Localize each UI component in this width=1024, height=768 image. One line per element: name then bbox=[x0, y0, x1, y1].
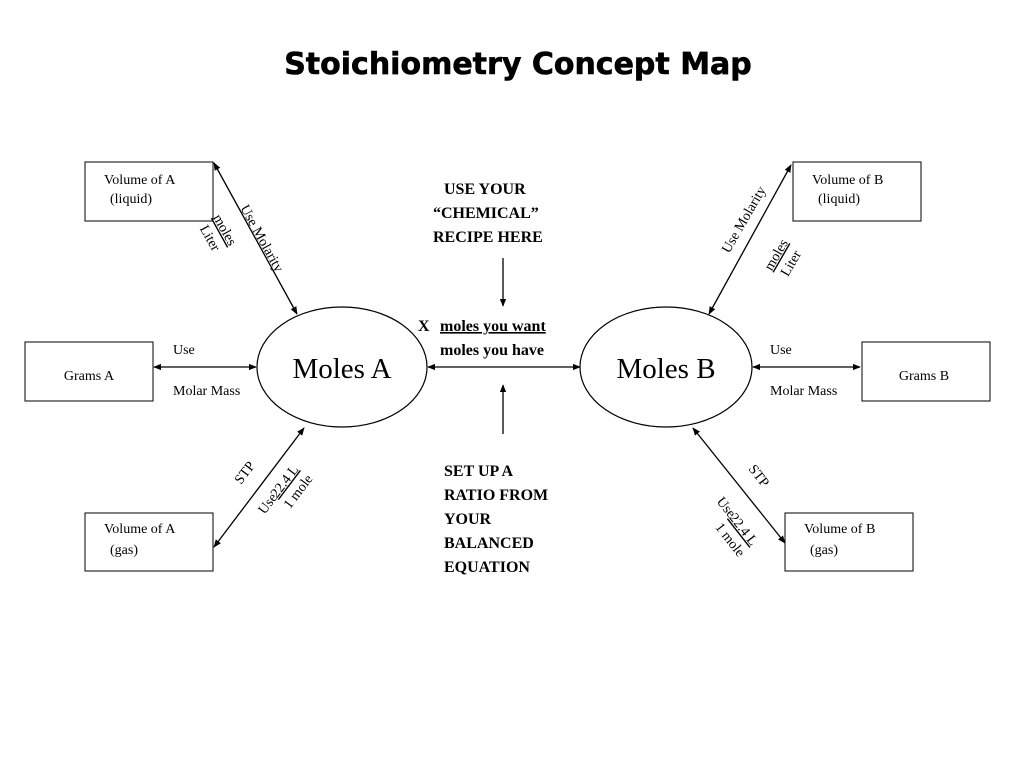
label-use-molarity-b: Use Molarity bbox=[719, 184, 769, 256]
volume-b-liquid-box bbox=[792, 161, 922, 222]
page-title: Stoichiometry Concept Map bbox=[284, 47, 752, 82]
recipe-line2: “CHEMICAL” bbox=[433, 205, 539, 222]
ratio-multiplier: X bbox=[418, 318, 430, 335]
fraction-volume-mole-b: Use 22.4 L 1 mole bbox=[712, 495, 760, 560]
label-stp-b: STP bbox=[745, 462, 772, 490]
volume-b-gas-line2: (gas) bbox=[810, 543, 838, 558]
arrow-volume-b-liquid bbox=[708, 164, 792, 315]
label-molar-mass-b: Molar Mass bbox=[770, 384, 837, 399]
ratio-numerator: moles you want bbox=[440, 318, 546, 335]
volume-b-liquid-line2: (liquid) bbox=[818, 192, 860, 207]
grams-b-box bbox=[861, 341, 991, 402]
moles-a-ellipse bbox=[256, 306, 428, 428]
volume-a-gas-line1: Volume of A bbox=[104, 522, 176, 537]
fraction-volume-mole-a: Use 22.4 L 1 mole bbox=[256, 463, 316, 518]
volume-a-gas-box bbox=[84, 512, 214, 572]
ratio-instructions-line2: RATIO FROM bbox=[444, 487, 548, 504]
moles-a-label: Moles A bbox=[292, 353, 391, 385]
arrow-volume-a-liquid bbox=[213, 162, 298, 315]
ratio-instructions-line5: EQUATION bbox=[444, 559, 530, 576]
arrow-volume-b-gas bbox=[692, 427, 786, 544]
volume-a-liquid-line2: (liquid) bbox=[110, 192, 152, 207]
volume-a-gas-line2: (gas) bbox=[110, 543, 138, 558]
ratio-instructions-line4: BALANCED bbox=[444, 535, 534, 552]
volume-a-liquid-box bbox=[84, 161, 214, 222]
grams-b-label: Grams B bbox=[899, 369, 949, 384]
ratio-denominator: moles you have bbox=[440, 342, 544, 359]
volume-b-gas-box bbox=[784, 512, 914, 572]
recipe-line3: RECIPE HERE bbox=[433, 229, 543, 246]
label-use-b: Use bbox=[770, 343, 792, 358]
volume-b-gas-line1: Volume of B bbox=[804, 522, 875, 537]
grams-a-box bbox=[24, 341, 154, 402]
moles-b-label: Moles B bbox=[616, 353, 715, 385]
ratio-instructions-line3: YOUR bbox=[444, 511, 492, 528]
label-molar-mass-a: Molar Mass bbox=[173, 384, 240, 399]
label-use-molarity-a: Use Molarity bbox=[237, 203, 286, 275]
label-use-a: Use bbox=[173, 343, 195, 358]
volume-b-liquid-line1: Volume of B bbox=[812, 173, 883, 188]
ratio-instructions-line1: SET UP A bbox=[444, 463, 514, 480]
volume-a-liquid-line1: Volume of A bbox=[104, 173, 176, 188]
arrow-volume-a-gas bbox=[213, 427, 305, 548]
recipe-line1: USE YOUR bbox=[444, 181, 526, 198]
grams-a-label: Grams A bbox=[64, 369, 115, 384]
fraction-moles-liter-b: moles Liter bbox=[762, 237, 805, 279]
label-stp-a: STP bbox=[232, 459, 259, 487]
